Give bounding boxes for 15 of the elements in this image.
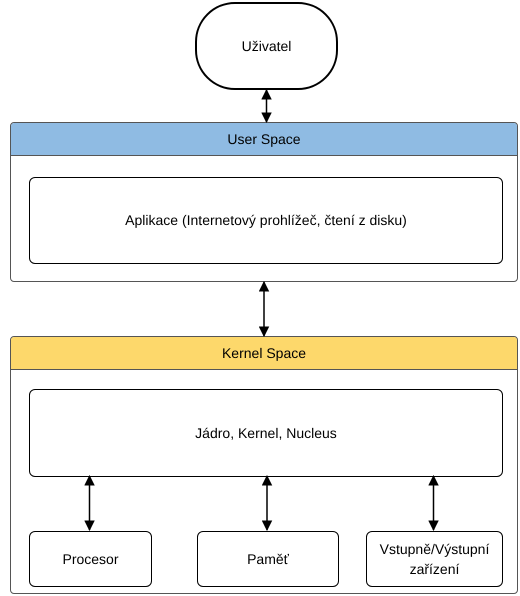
process-box: Vstupně/Výstupní zařízení — [366, 531, 503, 587]
double-arrow — [261, 88, 272, 124]
layer-panel — [10, 336, 518, 594]
process-box: Procesor — [29, 531, 152, 587]
layer-panel — [10, 122, 518, 282]
process-box: Jádro, Kernel, Nucleus — [29, 389, 503, 477]
double-arrow — [262, 474, 272, 532]
process-box: Aplikace (Internetový prohlížeč, čtení z disku) — [29, 177, 503, 264]
panel-title: User Space — [227, 131, 301, 147]
double-arrow — [428, 474, 439, 532]
double-arrow — [258, 280, 270, 338]
panel-title: Kernel Space — [222, 345, 306, 361]
user-terminal: Uživatel — [195, 2, 338, 90]
process-box: Paměť — [197, 531, 339, 587]
double-arrow — [84, 474, 95, 532]
